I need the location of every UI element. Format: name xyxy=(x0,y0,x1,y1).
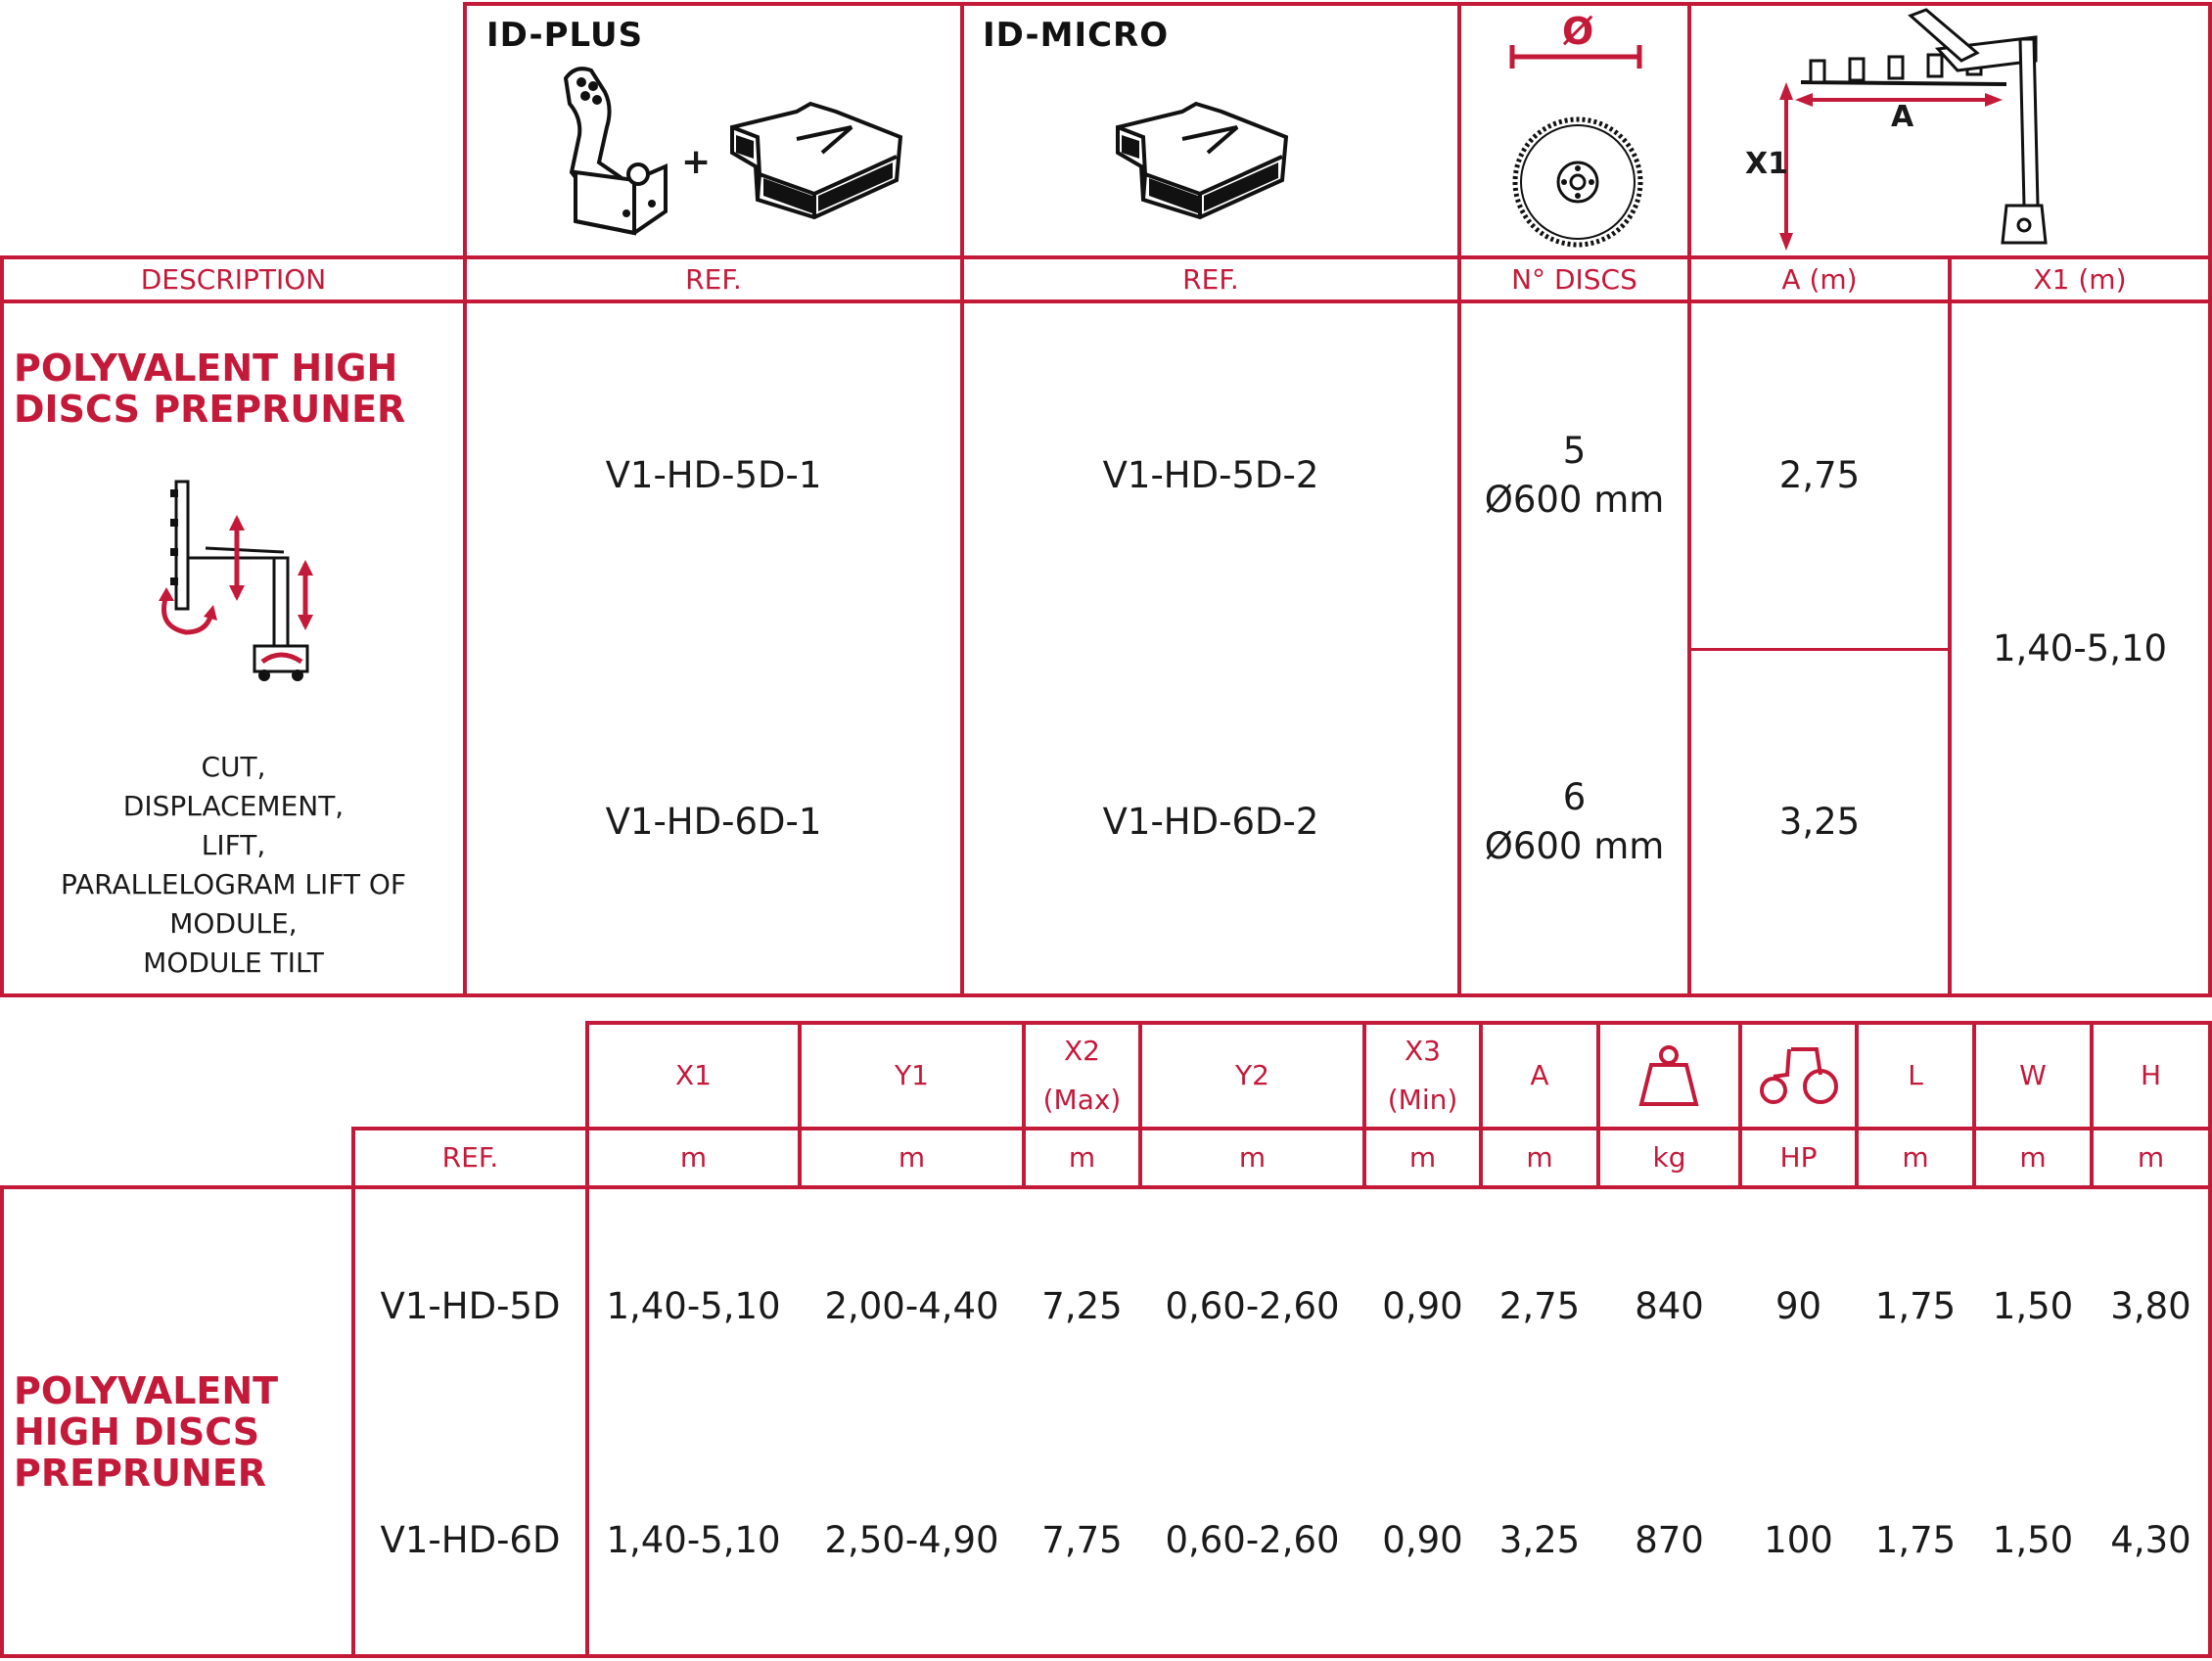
control-box-icon xyxy=(730,101,903,220)
ref-plus-row1: V1-HD-5D-1 xyxy=(605,454,822,497)
bref-row2: V1-HD-6D xyxy=(380,1519,561,1562)
bunit-power: HP xyxy=(1779,1141,1818,1175)
discs-row1: 5 Ø600 mm xyxy=(1484,430,1665,521)
bunit-weight: kg xyxy=(1652,1141,1686,1175)
col-description: DESCRIPTION xyxy=(140,262,327,296)
bunit-ref: REF. xyxy=(441,1141,499,1175)
bunit-l: m xyxy=(1902,1141,1929,1175)
bcol-w: W xyxy=(2019,1059,2047,1092)
tractor-icon xyxy=(1760,1047,1838,1104)
weight-icon xyxy=(1638,1045,1699,1106)
machine-arm-icon xyxy=(1779,8,2048,251)
product-features: CUT, DISPLACEMENT, LIFT, PARALLELOGRAM L… xyxy=(60,751,407,979)
bunit-x2: m xyxy=(1068,1141,1096,1175)
bh-row2: 4,30 xyxy=(2110,1519,2191,1562)
bkg-row2: 870 xyxy=(1635,1519,1704,1562)
bcol-l: L xyxy=(1908,1059,1923,1092)
bh-row1: 3,80 xyxy=(2110,1285,2191,1328)
bx3-row1: 0,90 xyxy=(1382,1285,1463,1328)
bunit-w: m xyxy=(2019,1141,2047,1175)
by1-row2: 2,50-4,90 xyxy=(824,1519,999,1562)
bcol-y1: Y1 xyxy=(895,1059,929,1092)
id-plus-label: ID-PLUS xyxy=(486,16,644,55)
bkg-row1: 840 xyxy=(1635,1285,1704,1328)
bottom-product-title: POLYVALENT HIGH DISCS PREPRUNER xyxy=(14,1369,279,1495)
bhp-row1: 90 xyxy=(1774,1285,1822,1328)
bcol-y2: Y2 xyxy=(1235,1059,1269,1092)
bcol-x2: X2(Max) xyxy=(1042,1035,1122,1116)
bunit-y1: m xyxy=(898,1141,926,1175)
x1-range: 1,40-5,10 xyxy=(1992,626,2168,669)
joystick-icon xyxy=(563,67,668,236)
by2-row2: 0,60-2,60 xyxy=(1165,1519,1340,1562)
bunit-h: m xyxy=(2137,1141,2165,1175)
bunit-y2: m xyxy=(1238,1141,1267,1175)
col-ref-micro: REF. xyxy=(1182,262,1239,296)
id-micro-label: ID-MICRO xyxy=(983,16,1170,55)
ba-row2: 3,25 xyxy=(1498,1519,1581,1562)
a-row2: 3,25 xyxy=(1778,801,1861,844)
disc-blade-icon xyxy=(1509,45,1643,248)
plus-sign: + xyxy=(681,142,712,182)
by1-row1: 2,00-4,40 xyxy=(824,1285,999,1328)
control-box-icon xyxy=(1116,101,1289,220)
ref-micro-row1: V1-HD-5D-2 xyxy=(1102,454,1319,497)
ref-plus-row2: V1-HD-6D-1 xyxy=(605,801,822,844)
bl-row1: 1,75 xyxy=(1874,1285,1957,1328)
ba-row1: 2,75 xyxy=(1498,1285,1581,1328)
bl-row2: 1,75 xyxy=(1874,1519,1957,1562)
col-a: A (m) xyxy=(1781,262,1858,296)
bx1-row2: 1,40-5,10 xyxy=(606,1519,781,1562)
bx3-row2: 0,90 xyxy=(1382,1519,1463,1562)
dim-a-label: A xyxy=(1891,100,1914,134)
bcol-x1: X1 xyxy=(675,1059,712,1092)
bx1-row1: 1,40-5,10 xyxy=(606,1285,781,1328)
bw-row2: 1,50 xyxy=(1992,1519,2074,1562)
diameter-symbol: Ø xyxy=(1562,10,1594,53)
bunit-x1: m xyxy=(679,1141,708,1175)
bcol-h: H xyxy=(2140,1059,2162,1092)
bcol-a: A xyxy=(1530,1059,1549,1092)
bw-row1: 1,50 xyxy=(1992,1285,2074,1328)
bunit-x3: m xyxy=(1408,1141,1437,1175)
bhp-row2: 100 xyxy=(1764,1519,1833,1562)
dim-x1-label: X1 xyxy=(1745,147,1789,181)
bx2-row1: 7,25 xyxy=(1041,1285,1123,1328)
bref-row1: V1-HD-5D xyxy=(380,1285,561,1328)
a-row1: 2,75 xyxy=(1778,454,1861,497)
col-discs: N° DISCS xyxy=(1511,262,1637,296)
machine-motion-icon xyxy=(159,480,313,681)
bx2-row2: 7,75 xyxy=(1041,1519,1123,1562)
ref-micro-row2: V1-HD-6D-2 xyxy=(1102,801,1319,844)
by2-row1: 0,60-2,60 xyxy=(1165,1285,1340,1328)
discs-row2: 6 Ø600 mm xyxy=(1484,776,1665,867)
bcol-x3: X3(Min) xyxy=(1387,1035,1458,1116)
bunit-a: m xyxy=(1526,1141,1553,1175)
col-ref-plus: REF. xyxy=(685,262,742,296)
product-title: POLYVALENT HIGH DISCS PREPRUNER xyxy=(14,346,406,431)
col-x1: X1 (m) xyxy=(2033,262,2127,296)
